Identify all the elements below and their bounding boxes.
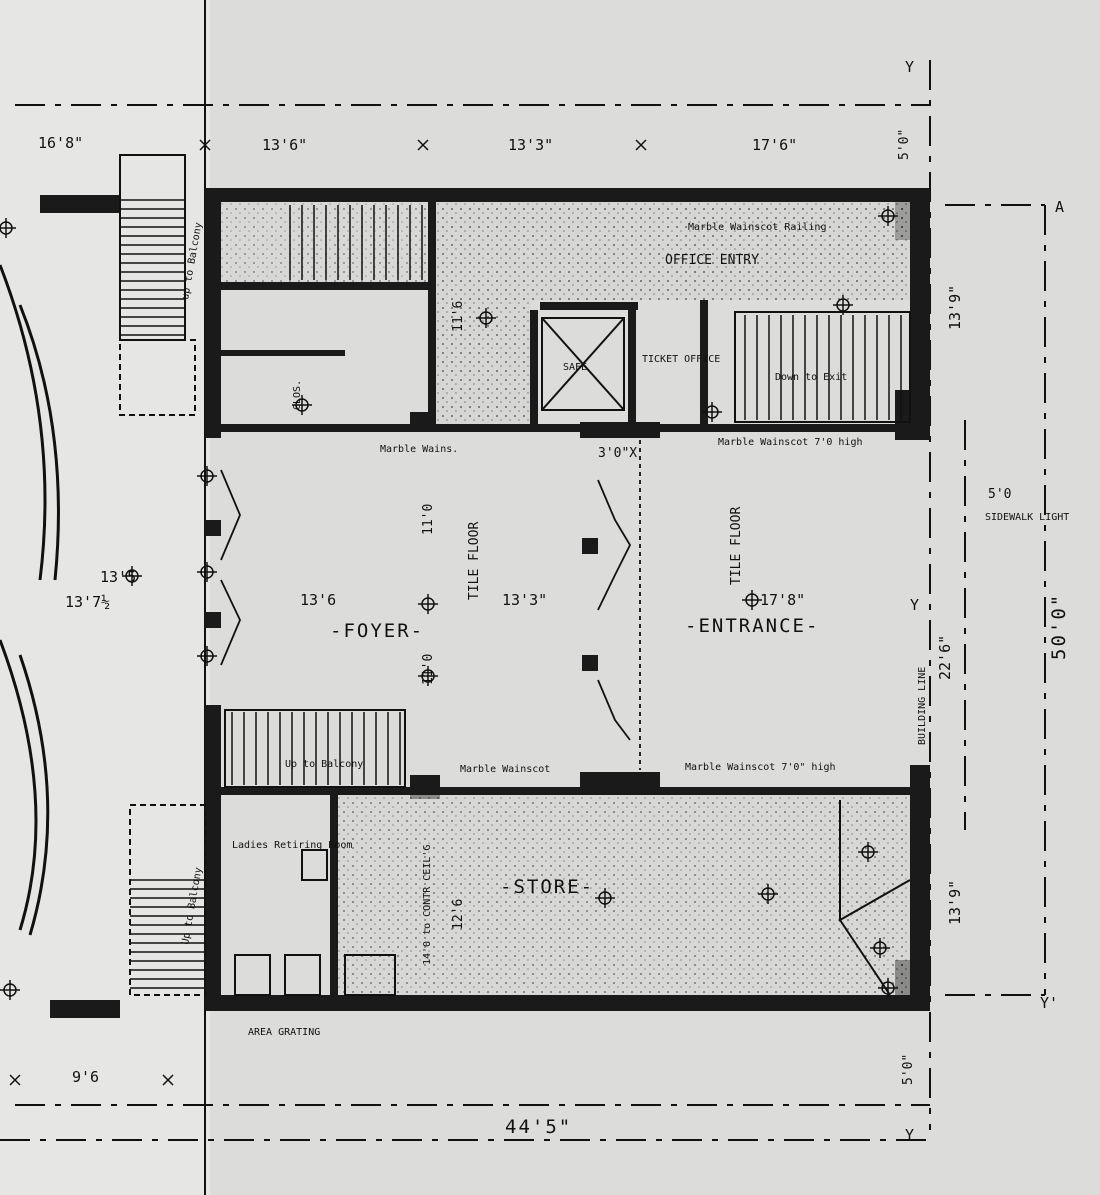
dim-foyer-height-1: 11'0 [421, 504, 436, 535]
room-label-safe: SAFE [563, 362, 587, 373]
note-door-stop: 3'0"X [598, 446, 637, 461]
note-tile-floor-2: TILE FLOOR [729, 507, 744, 585]
dim-sidewalk: 5'0 [988, 487, 1011, 502]
grid-mark-a: A [1055, 198, 1064, 216]
note-down-to-exit: Down to Exit [775, 372, 847, 383]
office-hatch-left [436, 300, 530, 424]
dim-setback-top: 5'0" [897, 129, 912, 160]
door-swings [220, 440, 641, 770]
note-ceiling-height: 14'0 to CONTR CEIL'G [422, 845, 433, 965]
dim-mid-5: 17'8" [760, 591, 805, 609]
grid-mark-y-top: Y [905, 58, 914, 76]
stair-top-hatch [221, 202, 428, 282]
store-fixtures [234, 800, 911, 996]
dim-foyer-height-2: 11'0 [421, 654, 436, 685]
room-label-office-entry: OFFICE ENTRY [665, 253, 759, 268]
note-marble-wains-right: Marble Wainscot 7'0 high [718, 437, 863, 448]
note-sidewalk-light: SIDEWALK LIGHT [985, 512, 1069, 523]
dim-top-1: 16'8" [38, 134, 83, 152]
dim-right-bottom: 13'9" [946, 880, 964, 925]
safe [541, 317, 625, 411]
dim-mid-2: 13'7½ [65, 593, 110, 611]
dim-bottom-left: 9'6 [72, 1068, 99, 1086]
grid-mark-y-mid: Y [910, 596, 919, 614]
dim-right-top: 13'9" [946, 285, 964, 330]
dim-office-width: 11'6 [451, 301, 466, 332]
room-label-entrance: -ENTRANCE- [685, 615, 819, 637]
room-label-foyer: -FOYER- [330, 620, 424, 642]
dim-right-mid: 22'6" [936, 635, 954, 680]
grid-mark-y-prime: Y' [1040, 994, 1058, 1012]
note-up-balcony-mid: Up to Balcony [285, 759, 363, 770]
note-building-line: BUILDING LINE [917, 667, 928, 745]
dim-mid-1: 13'5 [100, 568, 136, 586]
room-label-ticket-office: TICKET OFFICE [642, 354, 720, 365]
light-fixtures [0, 206, 898, 1000]
office-entry-hatch [436, 202, 910, 300]
note-marble-wains-left: Marble Wains. [380, 444, 458, 455]
dim-top-4: 17'6" [752, 136, 797, 154]
dim-top-2: 13'6" [262, 136, 307, 154]
dim-mid-4: 13'3" [502, 591, 547, 609]
room-label-store: -STORE- [500, 876, 594, 898]
dim-mid-3: 13'6 [300, 591, 336, 609]
dimension-ticks [9, 139, 647, 1086]
dim-bottom-total: 44'5" [505, 1116, 572, 1138]
dim-right-total: 50'0" [1048, 593, 1070, 660]
room-label-ladies-retiring: Ladies Retiring Room [232, 840, 352, 851]
store-hatch [338, 795, 910, 995]
note-area-grating: AREA GRATING [248, 1027, 320, 1038]
dim-top-3: 13'3" [508, 136, 553, 154]
dim-store-width: 12'6 [451, 899, 466, 930]
note-marble-wains-lower-right: Marble Wainscot 7'0" high [685, 762, 836, 773]
auditorium-seating [0, 264, 60, 936]
dim-setback-bottom: 5'0" [901, 1054, 916, 1085]
note-marble-wainscot-top: Marble Wainscot Railing [688, 222, 826, 233]
note-tile-floor-1: TILE FLOOR [467, 522, 482, 600]
note-marble-wains-lower-left: Marble Wainscot [460, 764, 550, 775]
stair-treads [120, 199, 902, 989]
stairs [119, 154, 911, 996]
room-label-clos: CLOS. [292, 380, 303, 410]
grid-mark-y-bottom: Y [905, 1126, 914, 1144]
